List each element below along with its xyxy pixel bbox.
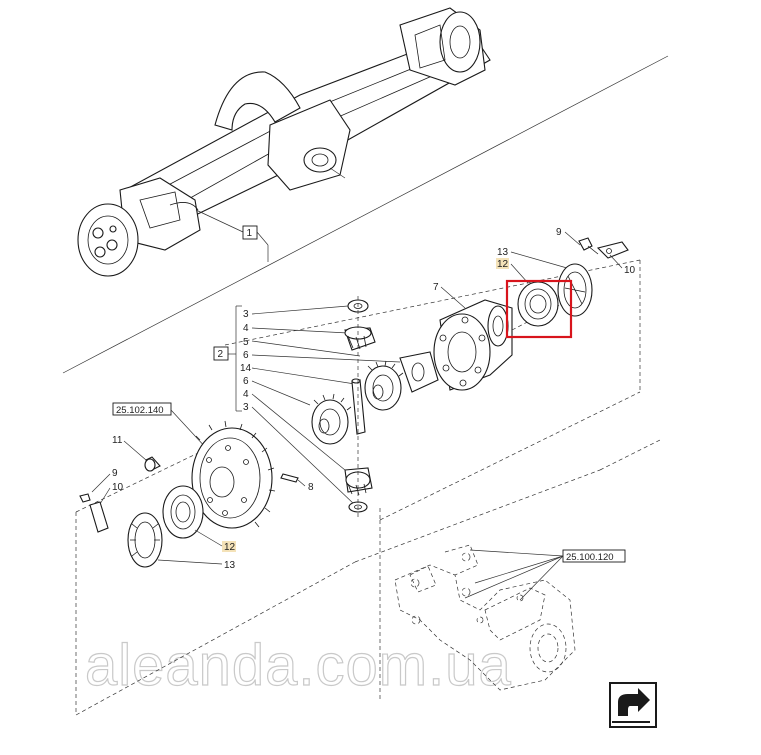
label-9b: 9 (112, 468, 118, 479)
highlight-box-bearing-12 (505, 279, 573, 339)
left-bearing-set: 9 10 12 13 (79, 468, 236, 571)
label-8: 8 (308, 482, 314, 493)
label-4a: 4 (243, 323, 249, 334)
next-page-arrow-icon[interactable] (609, 682, 657, 728)
label-6b: 6 (243, 376, 249, 387)
label-12b: 12 (224, 542, 236, 553)
section-frame-lines (62, 55, 669, 716)
label-13b: 13 (224, 560, 236, 571)
label-11: 11 (112, 435, 123, 446)
label-3b: 3 (243, 402, 249, 413)
label-10b: 10 (112, 482, 124, 493)
label-3a: 3 (243, 309, 249, 320)
watermark-text: aleanda.com.ua (85, 633, 512, 698)
axle-assembly-illustration (77, 7, 491, 277)
label-2: 2 (218, 349, 224, 360)
ring-gear: 25.102.140 11 8 (112, 402, 314, 529)
right-bearing-set: 13 12 9 10 (496, 227, 636, 339)
label-1: 1 (247, 228, 253, 239)
label-12a: 12 (497, 259, 509, 270)
label-13a: 13 (497, 247, 509, 258)
axle-housing: 25.100.120 (394, 544, 626, 691)
label-14: 14 (240, 363, 252, 374)
label-9a: 9 (556, 227, 562, 238)
ref-ring-gear: 25.102.140 (116, 405, 164, 416)
label-4b: 4 (243, 389, 249, 400)
differential-parts (311, 296, 439, 520)
label-7: 7 (433, 282, 439, 293)
ref-housing: 25.100.120 (566, 552, 614, 563)
label-5: 5 (243, 337, 249, 348)
differential-case: 7 (433, 282, 561, 391)
label-10a: 10 (624, 265, 636, 276)
callout-group-2: 2 3 4 5 6 14 6 4 3 (213, 305, 401, 506)
label-6a: 6 (243, 350, 249, 361)
callout-group-1: 1 (195, 209, 269, 262)
